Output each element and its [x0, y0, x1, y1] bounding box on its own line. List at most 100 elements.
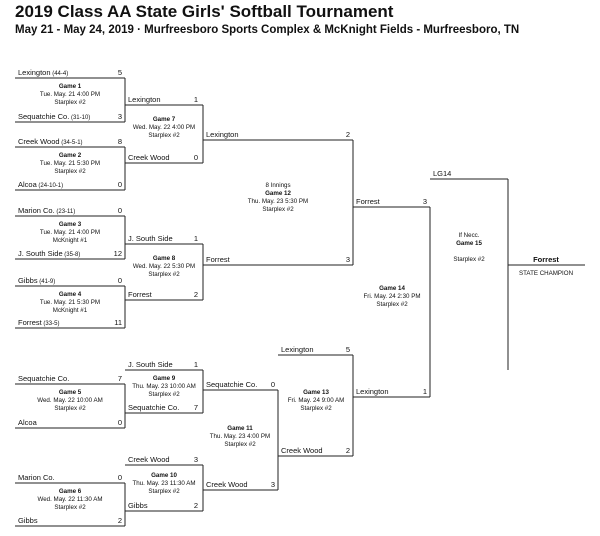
game-info: Fri. May. 24 2:30 PM [364, 293, 421, 300]
team-name-text: Sequatchie Co. [128, 403, 179, 412]
team-name-text: Lexington [128, 95, 161, 104]
team-name: Alcoa [18, 418, 38, 427]
team-name: Creek Wood [206, 480, 248, 489]
game-info: Starplex #2 [148, 132, 180, 139]
team-score: 5 [346, 345, 350, 354]
team-name: Marion Co. (23-11) [18, 206, 75, 215]
game-info: Thu. May. 23 10:00 AM [132, 383, 196, 390]
team-record: (33-5) [42, 321, 60, 327]
team-name: Lexington [356, 387, 389, 396]
team-name-text: J. South Side [128, 234, 173, 243]
game-info: Starplex #2 [54, 405, 86, 412]
game-info: McKnight #1 [53, 307, 88, 314]
team-name-text: Lexington [281, 345, 314, 354]
team-name-text: Sequatchie Co. [18, 112, 69, 121]
team-name: Forrest [128, 290, 153, 299]
game-info: Starplex #2 [224, 441, 256, 448]
team-name: Gibbs [128, 501, 148, 510]
team-name-text: Creek Wood [281, 446, 323, 455]
team-name-text: Gibbs [18, 516, 38, 525]
team-name-text: Forrest [533, 255, 559, 264]
game-info: Fri. May. 24 9:00 AM [288, 397, 345, 404]
team-record: (31-10) [69, 115, 90, 121]
game-info: Starplex #2 [148, 391, 180, 398]
team-name-text: Forrest [356, 197, 381, 206]
team-name: Sequatchie Co. [206, 380, 257, 389]
game-number: Game 5 [59, 389, 82, 396]
page-title: 2019 Class AA State Girls' Softball Tour… [15, 2, 394, 21]
team-record: (35-8) [63, 252, 81, 258]
team-name: Creek Wood [128, 153, 170, 162]
game-number: Game 15 [456, 240, 482, 247]
team-score: 3 [346, 255, 350, 264]
game-info: If Necc. [459, 232, 480, 239]
team-record: (44-4) [51, 71, 69, 77]
game-number: Game 14 [379, 285, 405, 292]
game-info: 8 Innings [265, 182, 290, 189]
game-info: Starplex #2 [376, 301, 408, 308]
team-name: Gibbs (41-9) [18, 276, 55, 285]
team-score: 2 [346, 446, 350, 455]
team-score: 0 [194, 153, 198, 162]
team-score: 1 [194, 360, 198, 369]
team-name-text: Lexington [18, 68, 51, 77]
game-number: Game 8 [153, 255, 176, 262]
team-name-text: Lexington [356, 387, 389, 396]
team-score: 7 [194, 403, 198, 412]
team-score: 1 [194, 234, 198, 243]
game-number: Game 10 [151, 472, 177, 479]
team-name-text: Marion Co. [18, 206, 55, 215]
game-number: Game 4 [59, 291, 82, 298]
game-number: Game 13 [303, 389, 329, 396]
game-info: Starplex #2 [54, 504, 86, 511]
game-number: Game 1 [59, 83, 82, 90]
game-info: Tue. May. 21 5:30 PM [40, 160, 100, 167]
team-record: (23-11) [55, 209, 76, 215]
team-name: Creek Wood [128, 455, 170, 464]
team-name-text: Creek Wood [128, 153, 170, 162]
game-number: Game 12 [265, 190, 291, 197]
team-score: 1 [194, 95, 198, 104]
team-name: Forrest (33-5) [18, 318, 59, 327]
team-score: 3 [194, 455, 198, 464]
team-name-text: Creek Wood [206, 480, 248, 489]
team-score: 0 [271, 380, 275, 389]
team-name: LG14 [433, 169, 451, 178]
team-name: Forrest [533, 255, 559, 264]
team-name-text: LG14 [433, 169, 451, 178]
team-name-text: Gibbs [128, 501, 148, 510]
team-name-text: Sequatchie Co. [18, 374, 69, 383]
team-record: (34-5-1) [60, 140, 83, 146]
team-record: (24-10-1) [37, 183, 63, 189]
champion-label: STATE CHAMPION [519, 270, 573, 277]
team-name: Sequatchie Co. [18, 374, 69, 383]
game-info: Tue. May. 21 5:30 PM [40, 299, 100, 306]
team-name: J. South Side (35-8) [18, 249, 80, 258]
game-info: Tue. May. 21 4:00 PM [40, 229, 100, 236]
game-info: Wed. May. 22 10:00 AM [37, 397, 102, 404]
team-score: 1 [423, 387, 427, 396]
team-score: 0 [118, 276, 122, 285]
team-score: 0 [118, 473, 122, 482]
game-number: Game 7 [153, 116, 176, 123]
team-name: Creek Wood (34-5-1) [18, 137, 83, 146]
team-name-text: Forrest [128, 290, 153, 299]
team-name: Forrest [206, 255, 231, 264]
team-score: 3 [271, 480, 275, 489]
game-info: Starplex #2 [148, 488, 180, 495]
game-info: Wed. May. 22 11:30 AM [38, 496, 103, 503]
team-name-text: J. South Side [128, 360, 173, 369]
game-number: Game 2 [59, 152, 82, 159]
game-info: Thu. May. 23 5:30 PM [248, 198, 308, 205]
team-score: 5 [118, 68, 122, 77]
team-name: Gibbs [18, 516, 38, 525]
team-score: 2 [194, 501, 198, 510]
game-number: Game 11 [227, 425, 253, 432]
team-score: 7 [118, 374, 122, 383]
team-name: Creek Wood [281, 446, 323, 455]
team-name-text: Alcoa [18, 180, 38, 189]
team-name-text: Lexington [206, 130, 239, 139]
team-name-text: Marion Co. [18, 473, 55, 482]
team-name: J. South Side [128, 360, 173, 369]
